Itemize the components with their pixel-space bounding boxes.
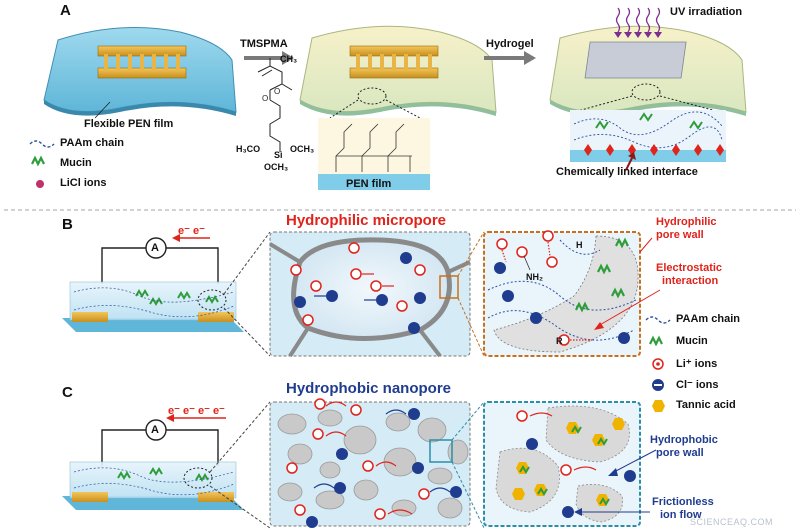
electrode-c-right [198,492,234,502]
micropore-title: Hydrophilic micropore [286,212,447,229]
uv-label: UV irradiation [670,6,743,18]
zoom-square-b [439,275,459,299]
pen-film-edge [44,100,236,116]
frictionless-2: ion flow [660,509,702,521]
gold-electrode [97,45,187,79]
chem-nh2: NH₂ [526,272,543,282]
electrode-b-right [198,312,234,322]
surface-chem-zoom [318,118,430,174]
nanopore-flow-arrows [313,401,451,515]
chem-och3-b: OCH₃ [290,144,315,154]
panel-b [62,230,661,358]
frictionless-1: Frictionless [652,496,714,508]
legend-a-ions: LiCl ions [60,177,107,189]
hydrophobic-wall-1: Hydrophobic [650,434,718,446]
zoom-circle-a2 [357,87,387,105]
legend-a-mucin: Mucin [60,157,92,169]
molecular-chains-b [487,239,637,341]
pore-b-arrows [362,273,394,287]
zoom-circle-c [183,467,213,489]
electrode-b-left [72,312,108,322]
legend-cl: Cl⁻ ions [676,379,719,391]
legend-a [29,140,55,188]
legend-li: Li⁺ ions [676,358,718,370]
pen-film-bar [318,174,430,190]
molecular-mucin-b [575,237,629,313]
nanopore-particles [277,409,469,519]
mucin-icon [31,155,45,167]
dashed-chain-icon [29,140,55,148]
panel-label-c: C [62,384,73,401]
electrostatic-2: interaction [662,275,719,287]
zoom-circle-b [197,289,227,311]
pen-film-label: PEN film [346,178,392,190]
ion-dot-icon [36,180,44,188]
chem-ch3: CH₃ [280,54,298,64]
electrode-c-left [72,492,108,502]
interface-label: Chemically linked interface [556,166,698,178]
legend-a-chain: PAAm chain [60,137,124,149]
step2-label: Hydrogel [486,38,534,50]
legend-right [645,316,671,412]
hydrogel-layer [584,41,687,79]
pore-wall-b [493,235,639,353]
legend-mucin: Mucin [676,335,708,347]
interface-mucin [595,112,703,130]
interface-links [584,144,724,156]
film-label-leader [94,101,111,119]
uv-waves [615,7,661,33]
device-b-mucin [135,289,219,306]
svg-text:O: O [262,94,268,103]
device-c-mucin [117,467,209,482]
tannic-acid-icon [652,400,665,412]
hydrophilic-wall-1: Hydrophilic [656,216,717,228]
gold-electrode-2 [349,45,439,79]
pore-b-ions [290,242,426,334]
ammeter-b-label: A [151,242,159,254]
electrons-b: e⁻ e⁻ [178,225,205,237]
interface-pen-bar [570,150,726,162]
hydrophilic-wall-2: pore wall [656,229,704,241]
ammeter-c [145,419,167,441]
watermark: SCIENCEAQ.COM [690,517,774,527]
panel-label-b: B [62,216,73,233]
mucin-icon [649,335,663,347]
film-label: Flexible PEN film [84,118,174,130]
molecular-bonds-b [501,241,592,341]
zoom-circle-a3 [631,83,661,101]
step1-label: TMSPMA [240,38,288,50]
chem-r: R [556,336,563,346]
device-b-chains [73,287,235,318]
chem-och3-c: OCH₃ [264,162,289,172]
interface-chains [573,111,723,149]
ammeter-c-label: A [151,424,159,436]
molecular-ions-b [494,230,630,346]
svg-text:O: O [274,87,280,96]
nanopore-title: Hydrophobic nanopore [286,380,451,397]
electrostatic-1: Electrostatic [656,262,723,274]
chem-si: Si [274,150,283,160]
silane-chains [335,123,412,172]
panel-a: O O [29,7,747,190]
interface-zoom [570,110,726,156]
dashed-chain-icon [645,316,671,324]
interface-arrow [625,157,633,171]
molecular-ions-c [516,410,636,518]
panel-label-a: A [60,2,71,19]
nanopore-ions [286,398,462,528]
tmspma-structure [257,58,293,152]
legend-chain: PAAm chain [676,313,740,325]
panel-c [62,398,657,529]
ammeter-b [145,237,167,259]
chem-och3-a: H₃CO [236,144,261,154]
zoom-square-c [429,439,453,463]
electrons-c: e⁻ e⁻ e⁻ e⁻ [168,405,225,417]
hydrophobic-wall-2: pore wall [656,447,704,459]
legend-tannic: Tannic acid [676,399,736,411]
chem-h: H [576,240,583,250]
